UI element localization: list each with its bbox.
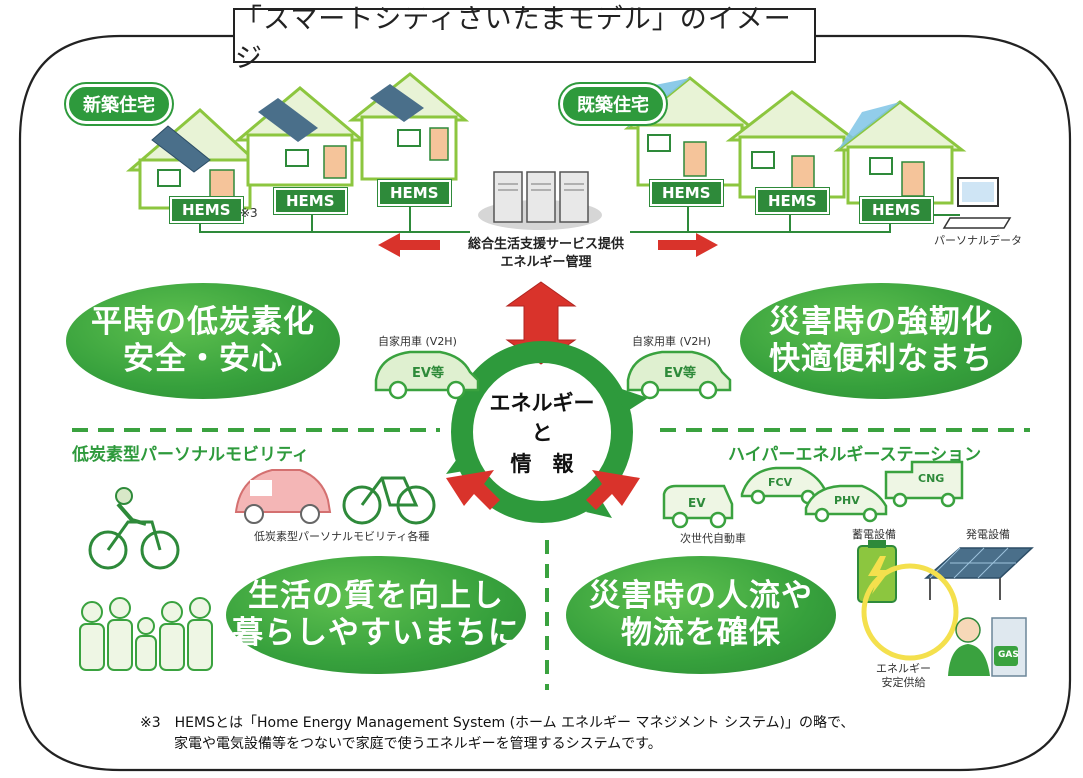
center-service-line2: エネルギー管理 [500,254,592,270]
center-service-label: 総合生活支援サービス提供 エネルギー管理 [440,236,652,271]
personal-data-label: パーソナルデータ [934,234,1022,247]
car-left-badge: EV等 [412,366,444,381]
cng-label: CNG [918,472,945,485]
arrow-down-right-icon [586,470,640,510]
hems-badge-1: HEMS [170,197,243,223]
compact-car-icon [234,469,332,524]
computer-icon [942,177,1012,229]
car-left-caption: 自家用車 (V2H) [378,335,457,348]
oval-disaster-logistics: 災害時の人流や 物流を確保 [566,556,836,674]
car-right-badge: EV等 [664,366,696,381]
footnote: ※3 HEMSとは「Home Energy Management System … [140,713,1040,755]
hems-badge-2: HEMS [274,188,347,214]
oval-resilience: 災害時の強靭化 快適便利なまち [740,283,1022,399]
existing-housing-label: 既築住宅 [560,84,666,124]
generation-label: 発電設備 [966,528,1010,541]
arrow-left-icon [378,233,440,257]
hems-badge-4: HEMS [650,180,723,206]
fcv-label: FCV [768,476,793,489]
car-right-icon [626,350,732,400]
page-title: 「スマートシティさいたまモデル」のイメージ [233,4,816,74]
right-section-heading: ハイパーエネルギーステーション [728,445,982,465]
cycle-center-text: エネルギー と 情 報 [476,388,608,479]
station-attendant-icon [948,617,1027,677]
vehicles-group [662,460,964,529]
oval-quality-line2: 暮らしやすいまちに [232,615,520,651]
cyclist-icon [88,487,180,570]
hems-badge-5: HEMS [756,188,829,214]
center-service-line1: 総合生活支援サービス提供 [467,237,624,252]
cycle-line-info: 情 報 [510,451,574,476]
hems-badge-3: HEMS [378,180,451,206]
new-houses-group [125,72,470,233]
cycle-line-energy: エネルギー [489,391,595,415]
outer-frame [18,34,1072,772]
gas-label: GAS [998,650,1019,660]
stable-supply-label: エネルギー 安定供給 [876,662,931,690]
family-icon [79,597,213,671]
next-gen-vehicle-label: 次世代自動車 [680,532,746,545]
car-right-caption: 自家用車 (V2H) [632,335,711,348]
energy-cycle-ring [446,341,648,523]
hems-badge-6: HEMS [860,197,933,223]
oval-quality-of-life: 生活の質を向上し 暮らしやすいまちに [226,556,526,674]
oval-low-carbon-line1: 平時の低炭素化 [91,303,315,340]
hems-note-mark: ※3 [240,206,258,220]
car-left-icon [374,350,480,400]
oval-quality-line1: 生活の質を向上し [248,577,504,614]
footnote-line2: 家電や電気設備等をつないで家庭で使うエネルギーを管理するシステムです。 [174,736,662,752]
solar-panel-icon [924,547,1034,600]
oval-logistics-line1: 災害時の人流や [589,577,813,614]
oval-resilience-line1: 災害時の強靭化 [769,303,993,340]
arrow-right-icon [658,233,718,257]
left-section-caption: 低炭素型パーソナルモビリティ各種 [254,530,430,543]
server-icon [478,171,602,230]
ev-label: EV [688,496,706,510]
storage-label: 蓄電設備 [852,528,896,541]
bicycle-icon [342,476,436,525]
left-section-heading: 低炭素型パーソナルモビリティ [72,445,309,465]
oval-low-carbon: 平時の低炭素化 安全・安心 [66,283,340,399]
energy-supply-ring [861,563,959,661]
oval-logistics-line2: 物流を確保 [621,615,781,651]
arrow-down-left-icon [446,470,500,510]
new-housing-label: 新築住宅 [66,84,172,124]
phv-label: PHV [834,494,860,507]
stable-supply-line1: エネルギー [876,662,931,675]
oval-resilience-line2: 快適便利なまち [769,341,993,377]
cycle-line-and: と [531,421,553,446]
oval-low-carbon-line2: 安全・安心 [123,341,283,377]
footnote-line1: ※3 HEMSとは「Home Energy Management System … [140,715,855,731]
stable-supply-line2: 安定供給 [881,675,926,689]
